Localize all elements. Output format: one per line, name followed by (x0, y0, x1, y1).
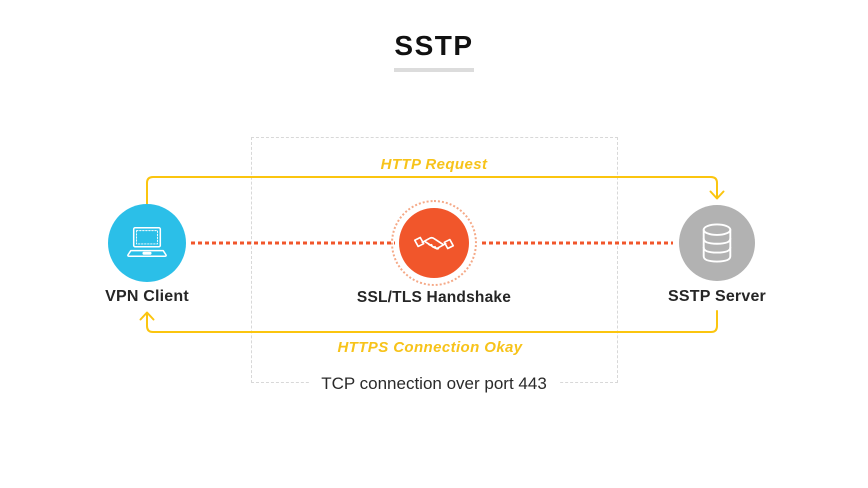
https-connection-okay-label: HTTPS Connection Okay (337, 339, 523, 356)
laptop-icon (127, 227, 167, 258)
handshake-icon (413, 236, 455, 250)
page-title: SSTP (394, 30, 474, 61)
arrowhead-up-icon (139, 311, 155, 321)
tcp-boundary-label: TCP connection over port 443 (309, 373, 559, 394)
vpn-client-label: VPN Client (105, 288, 189, 305)
title-underline (394, 68, 474, 72)
http-request-label: HTTP Request (380, 156, 488, 173)
node-vpn-client (108, 204, 186, 282)
arrowhead-down-icon (709, 190, 725, 200)
sstp-server-label: SSTP Server (668, 288, 766, 305)
database-icon (702, 223, 732, 263)
ssl-tls-handshake-label: SSL/TLS Handshake (356, 289, 512, 306)
node-ssl-tls-handshake (391, 200, 477, 286)
node-sstp-server (679, 205, 755, 281)
handshake-circle (399, 208, 469, 278)
